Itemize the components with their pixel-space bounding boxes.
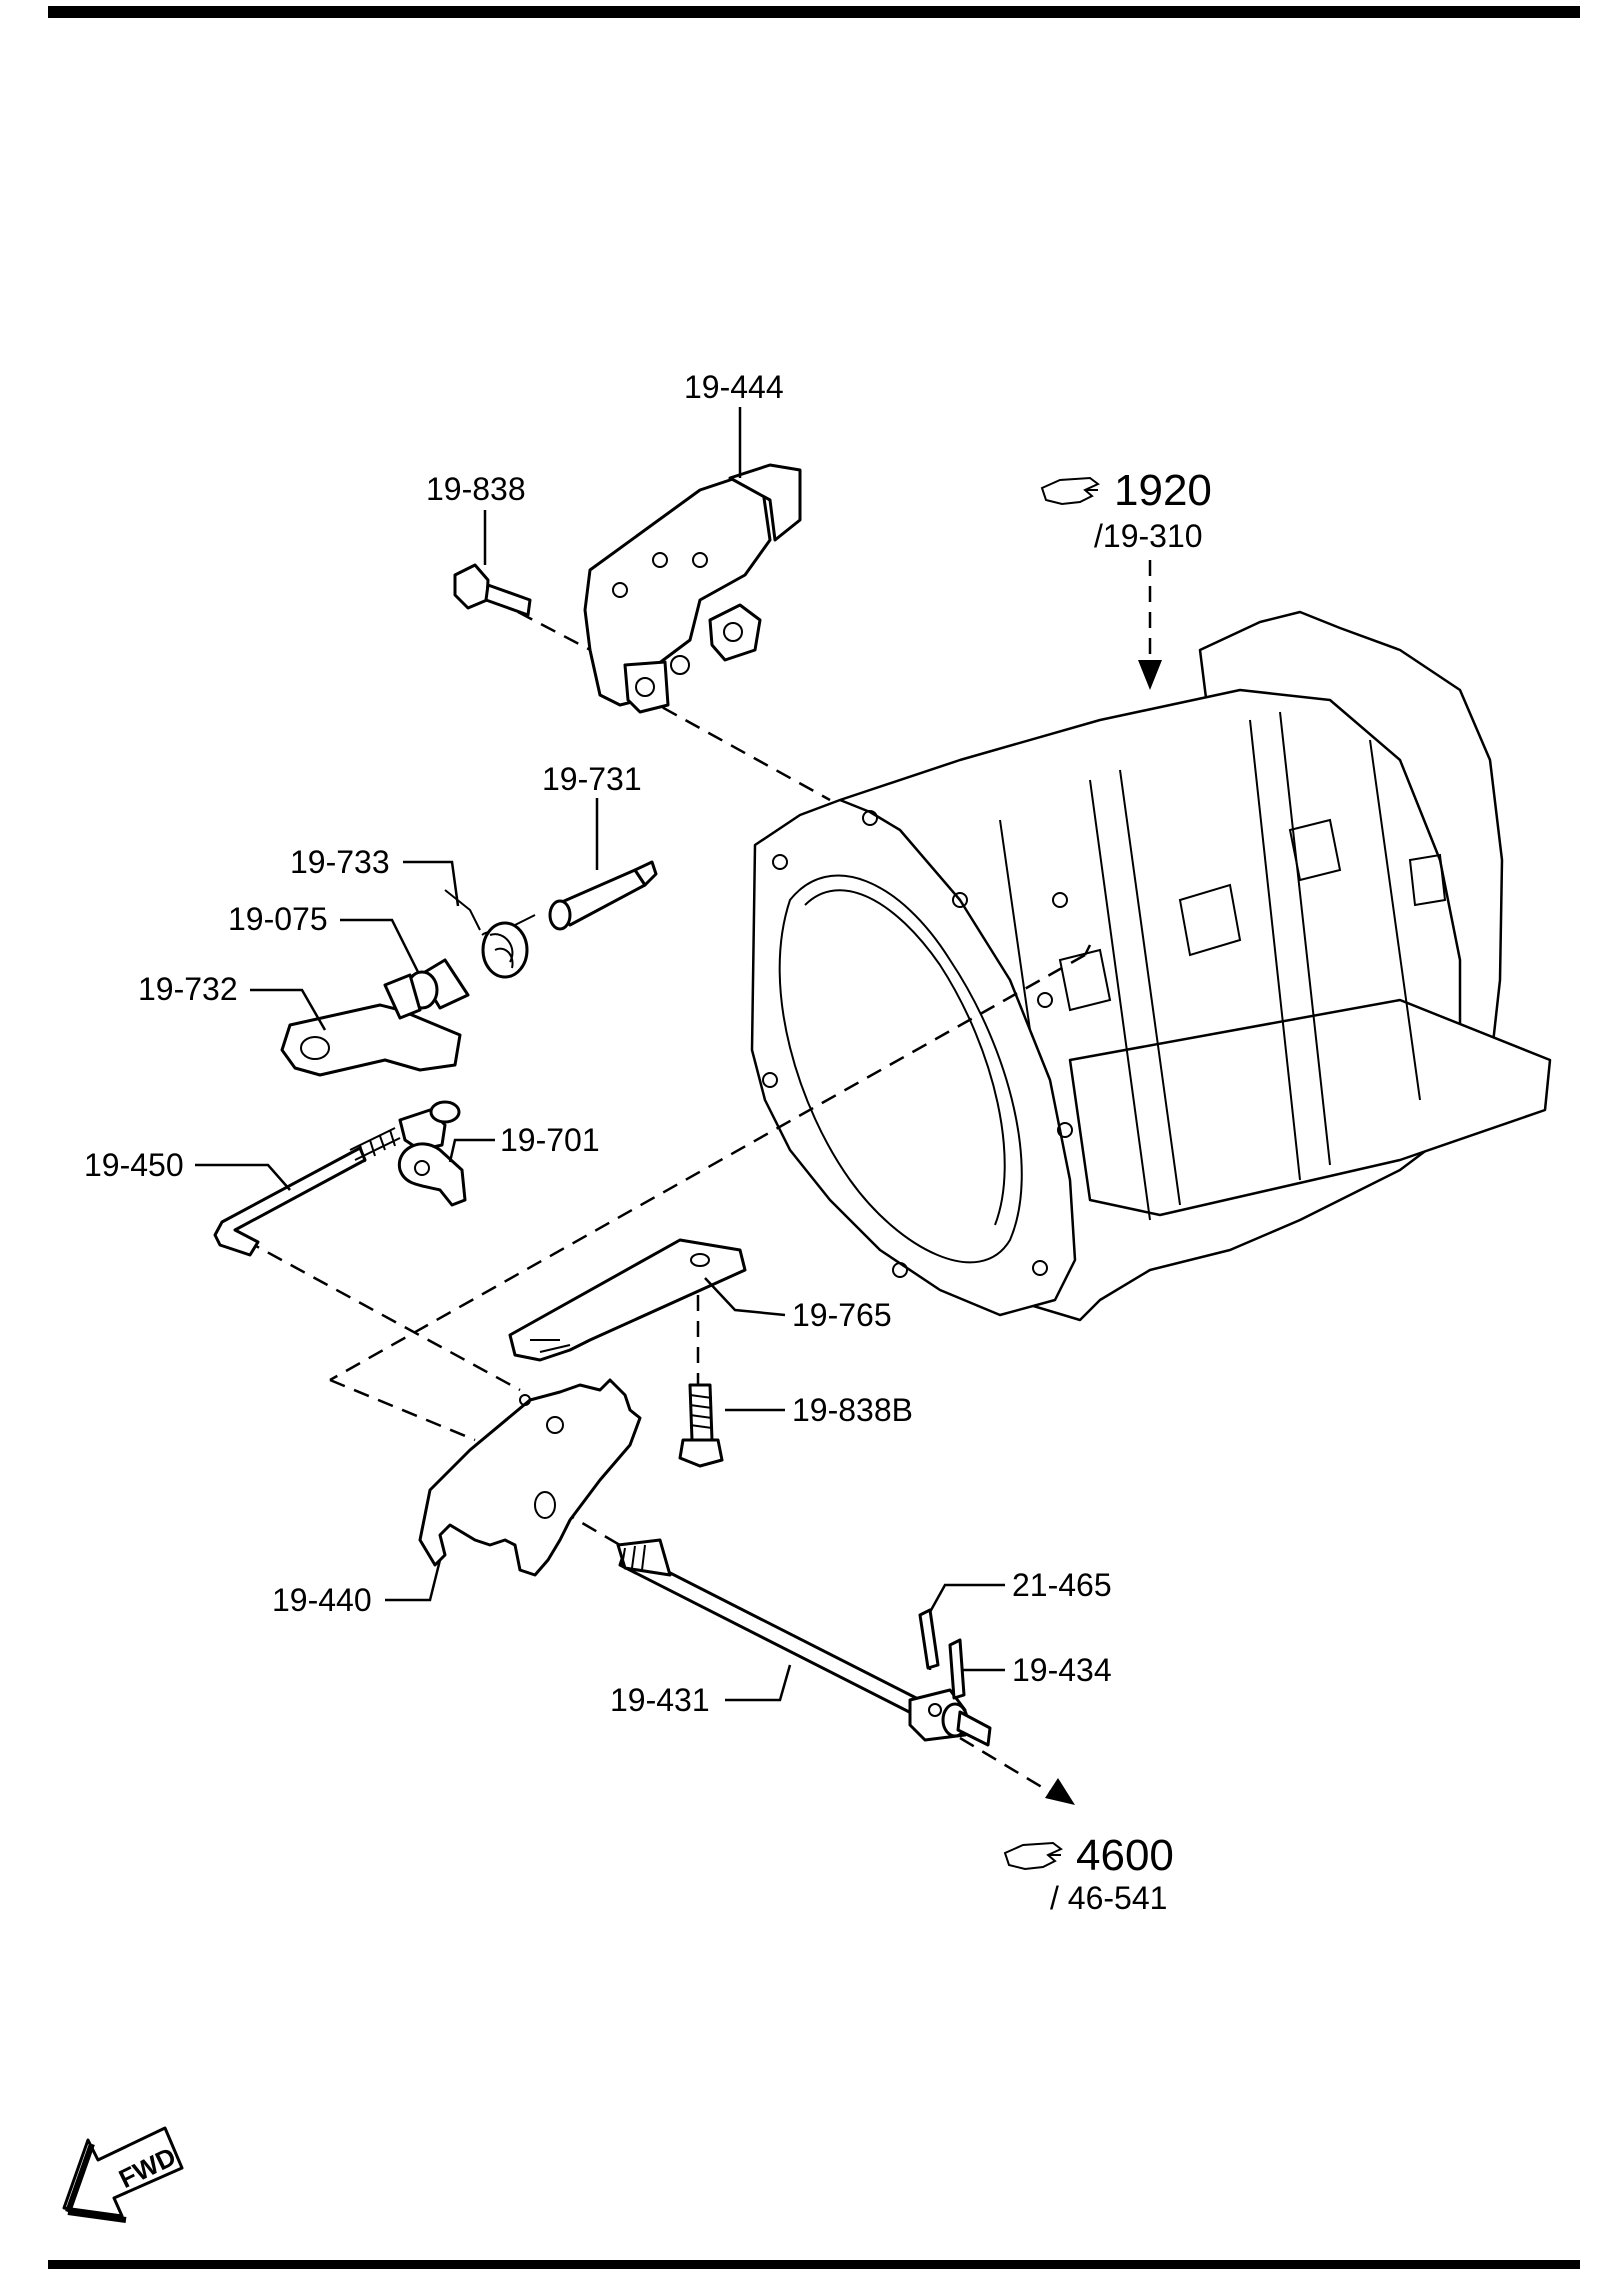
leader-lines xyxy=(195,407,1005,1702)
callout-19-838b: 19-838B xyxy=(792,1392,913,1428)
callout-19-701: 19-701 xyxy=(500,1122,600,1158)
reference-4600: 4600 / 46-541 xyxy=(1003,1831,1174,1916)
part-19-731-pin xyxy=(548,860,658,931)
part-19-434-pin xyxy=(948,1638,966,1700)
reference-number: 4600 xyxy=(1076,1831,1174,1880)
callout-labels: 19-444 19-838 19-731 19-733 19-075 19-73… xyxy=(84,369,1112,1718)
callout-19-431: 19-431 xyxy=(610,1682,710,1718)
callout-19-440: 19-440 xyxy=(272,1582,372,1618)
part-19-444-inhibitor-switch xyxy=(583,463,802,714)
pointing-hand-icon xyxy=(1003,1841,1063,1871)
part-19-733-spring xyxy=(444,889,536,979)
part-19-838-bolt xyxy=(453,563,532,617)
callout-19-444: 19-444 xyxy=(684,369,784,405)
forward-arrow-icon xyxy=(62,2126,184,2223)
part-19-701-detent xyxy=(397,1142,467,1207)
callout-19-765: 19-765 xyxy=(792,1297,892,1333)
part-21-465-pin xyxy=(918,1608,940,1670)
callout-19-838: 19-838 xyxy=(426,471,526,507)
fwd-direction-marker: FWD xyxy=(62,2126,184,2223)
part-19-765-plate xyxy=(508,1238,747,1362)
pointing-hand-icon xyxy=(1040,476,1100,506)
bottom-border xyxy=(48,2260,1580,2269)
reference-number: 1920 xyxy=(1114,466,1212,515)
callout-19-450: 19-450 xyxy=(84,1147,184,1183)
part-19-431-shaft xyxy=(616,1538,992,1747)
callout-19-732: 19-732 xyxy=(138,971,238,1007)
reference-1920: 1920 /19-310 xyxy=(1040,466,1212,554)
transmission-case xyxy=(750,610,1552,1322)
reference-sub: / 46-541 xyxy=(1050,1880,1167,1916)
callout-19-434: 19-434 xyxy=(1012,1652,1112,1688)
callout-19-733: 19-733 xyxy=(290,844,390,880)
reference-sub: /19-310 xyxy=(1094,518,1203,554)
top-border xyxy=(48,6,1580,18)
callout-19-731: 19-731 xyxy=(542,761,642,797)
callout-19-075: 19-075 xyxy=(228,901,328,937)
callout-21-465: 21-465 xyxy=(1012,1567,1112,1603)
part-19-450-rod xyxy=(213,1100,461,1257)
part-19-732-lever xyxy=(280,973,462,1077)
part-19-838b-bolt xyxy=(678,1383,724,1468)
part-19-440-manual-plate xyxy=(418,1378,642,1577)
